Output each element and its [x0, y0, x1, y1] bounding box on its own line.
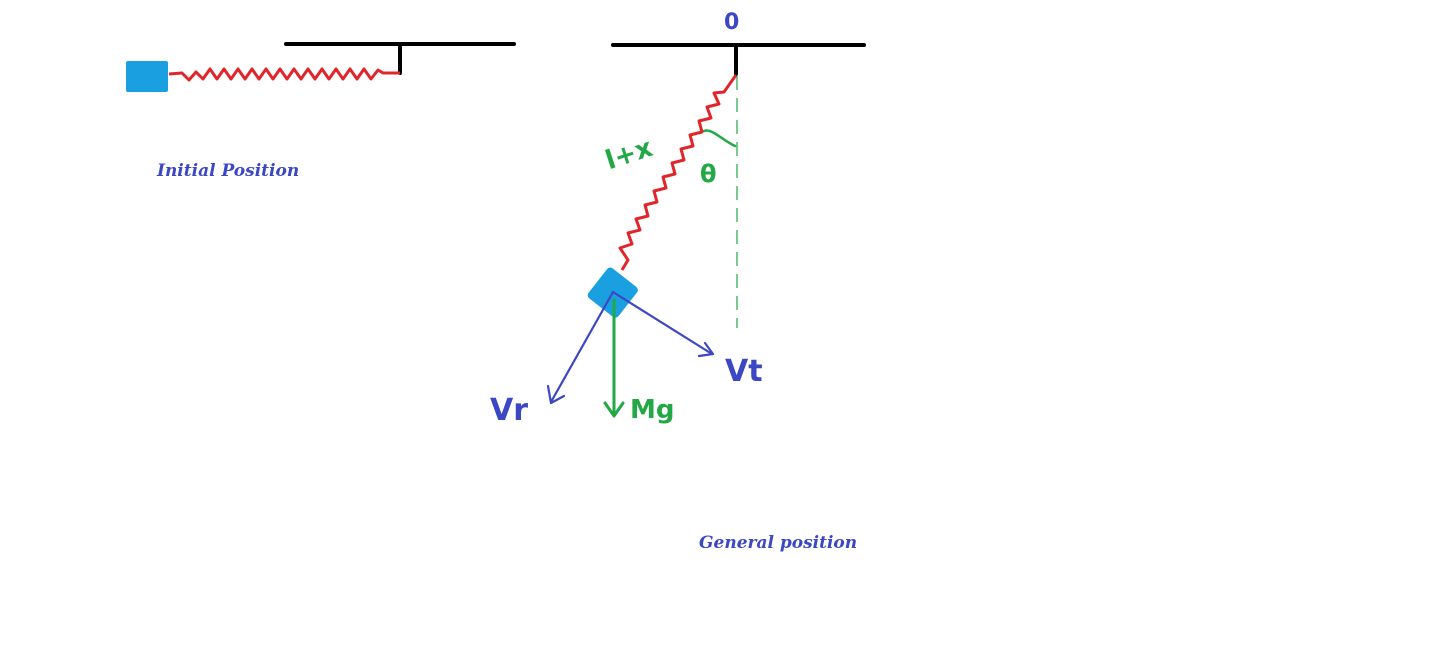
weight-label: Mg — [630, 395, 674, 425]
initial-position-caption: Initial Position — [157, 161, 300, 181]
weight-arrowhead — [603, 401, 625, 418]
tangential-velocity-label: Vt — [725, 354, 763, 389]
general-position-caption: General position — [699, 533, 858, 553]
tangential-velocity-arrowhead — [697, 341, 715, 358]
tangential-velocity-arrow — [611, 290, 714, 356]
radial-velocity-arrow — [549, 290, 615, 404]
initial-spring — [168, 67, 400, 82]
length-label: l+x — [602, 133, 657, 176]
angle-arc — [702, 129, 737, 148]
initial-mass-block — [126, 61, 168, 92]
pendulum-spring — [618, 74, 738, 271]
radial-velocity-label: Vr — [490, 393, 528, 428]
initial-position-figure — [126, 42, 516, 92]
general-position-figure: 0 l+x θ Vr Vt Mg — [490, 10, 866, 428]
radial-velocity-arrowhead — [546, 384, 566, 405]
angle-label: θ — [700, 160, 717, 188]
pivot-label: 0 — [724, 10, 739, 35]
